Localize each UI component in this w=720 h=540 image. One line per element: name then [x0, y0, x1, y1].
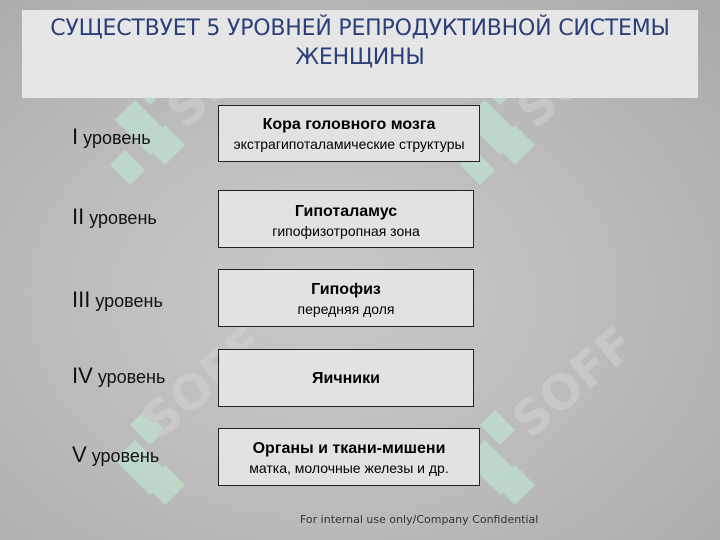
slide-title: СУЩЕСТВУЕТ 5 УРОВНЕЙ РЕПРОДУКТИВНОЙ СИСТ… [50, 16, 670, 70]
level-roman: IV [72, 363, 93, 388]
level-label-5: V уровень [72, 442, 159, 468]
box-subtitle: гипофизотропная зона [272, 223, 420, 239]
box-title: Гипоталамус [294, 203, 398, 220]
level-word: уровень [83, 128, 151, 148]
level-box-5: Органы и ткани-мишени матка, молочные же… [218, 428, 480, 486]
box-subtitle: матка, молочные железы и др. [249, 460, 449, 476]
level-roman: II [72, 204, 85, 229]
title-panel [22, 10, 698, 98]
box-title: Органы и ткани-мишени [252, 440, 446, 457]
level-roman: I [72, 124, 79, 149]
box-title: Яичники [312, 370, 380, 387]
level-roman: III [72, 287, 91, 312]
level-box-4: Яичники [218, 349, 474, 407]
level-word: уровень [95, 291, 163, 311]
level-label-4: IV уровень [72, 363, 165, 389]
level-label-2: II уровень [72, 204, 157, 230]
level-box-2: Гипоталамус гипофизотропная зона [218, 190, 474, 248]
level-label-1: I уровень [72, 124, 151, 150]
box-title: Кора головного мозга [262, 116, 436, 133]
level-word: уровень [89, 208, 157, 228]
level-box-3: Гипофиз передняя доля [218, 269, 474, 327]
level-label-3: III уровень [72, 287, 163, 313]
box-subtitle: передняя доля [297, 301, 395, 317]
level-box-1: Кора головного мозга экстрагипоталамичес… [218, 105, 480, 162]
level-roman: V [72, 442, 87, 467]
confidential-footer: For internal use only/Company Confidenti… [300, 513, 539, 526]
level-word: уровень [91, 446, 160, 466]
level-word: уровень [97, 367, 166, 387]
box-subtitle: экстрагипоталамические структуры [233, 136, 465, 152]
box-title: Гипофиз [311, 281, 381, 298]
